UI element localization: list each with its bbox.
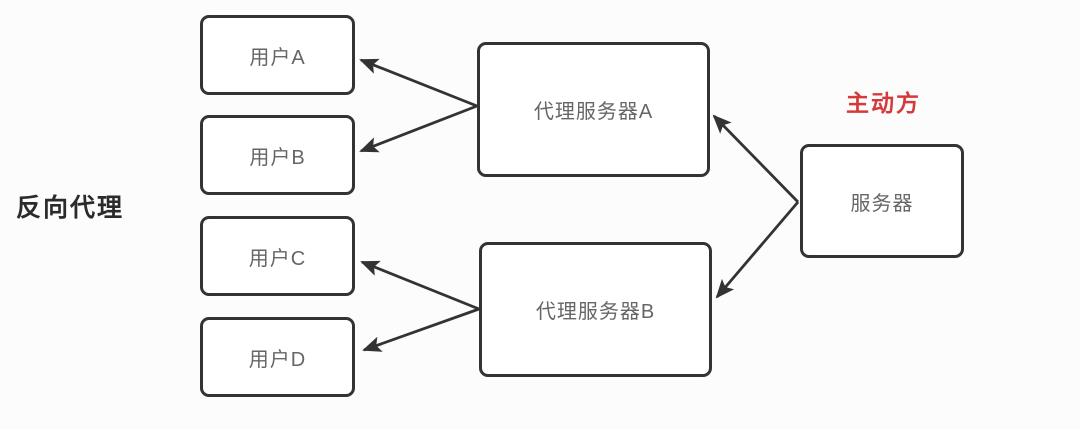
node-user-b: 用户B [200,115,355,195]
node-user-b-label: 用户B [249,146,306,169]
node-proxy-server-b: 代理服务器B [479,242,712,377]
arrow-proxy-a-to-user-a [359,58,478,108]
arrow-proxy-b-to-user-d [362,307,480,352]
node-proxy-server-b-label: 代理服务器B [535,301,656,323]
node-user-c-label: 用户C [248,247,307,270]
node-proxy-server-a: 代理服务器A [477,42,710,177]
node-user-a: 用户A [200,15,355,95]
node-server-label: 服务器 [850,192,914,215]
node-server: 服务器 [800,144,964,258]
node-user-c: 用户C [200,216,355,296]
node-proxy-server-a-label: 代理服务器A [533,101,654,123]
node-user-d-label: 用户D [248,348,307,371]
node-user-a-label: 用户A [249,46,306,69]
arrow-proxy-a-to-user-b [359,104,478,153]
reverse-proxy-title-label: 反向代理 [16,194,125,222]
active-side-label: 主动方 [846,90,921,116]
arrow-proxy-b-to-user-c [360,260,480,311]
arrow-server-to-proxy-a [712,114,800,203]
node-user-d: 用户D [200,317,355,397]
arrow-server-to-proxy-b [715,201,800,299]
